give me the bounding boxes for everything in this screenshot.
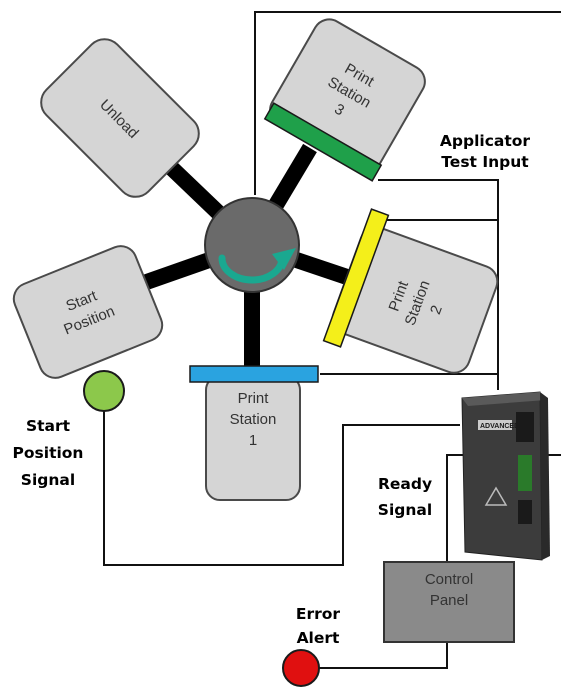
- start-position-indicator: [83, 370, 125, 412]
- station-print-1: Print Station 1: [205, 375, 301, 501]
- ready-signal-label-line2: Signal: [378, 501, 432, 519]
- station-start-position: Start Position: [12, 245, 164, 379]
- wire-error-alert: [318, 640, 448, 669]
- wire-hub-to-top-right: [254, 11, 561, 195]
- station-unload: Unload: [40, 38, 200, 198]
- start-position-signal-label-line1: Start: [26, 417, 71, 435]
- control-panel-label-line1: Control: [425, 571, 473, 588]
- servo-drive: ADVANCED: [461, 391, 550, 561]
- station-print-2: Print Station 2: [331, 226, 499, 374]
- station-print1-label-line2: Station: [230, 411, 277, 428]
- error-alert-label-line2: Alert: [297, 629, 340, 647]
- station-print1-label-line1: Print: [238, 390, 270, 407]
- applicator-bar-print3: [263, 102, 383, 182]
- control-panel: Control Panel: [383, 561, 515, 643]
- applicator-bar-print2: [322, 208, 390, 348]
- station-print1-label-line3: 1: [249, 432, 257, 449]
- wire-applicator-test-input: [378, 179, 499, 390]
- drive-brand-label: ADVANCED: [480, 423, 519, 430]
- error-alert-label-line1: Error: [296, 605, 341, 623]
- wiring: [103, 11, 561, 669]
- applicator-test-input-label-line1: Applicator: [440, 132, 531, 150]
- control-panel-label-line2: Panel: [430, 592, 468, 609]
- wire-start-position-signal: [103, 410, 460, 566]
- applicator-bar-print1: [189, 365, 319, 383]
- applicator-test-input-label-line2: Test Input: [441, 153, 529, 171]
- start-position-signal-label-line2: Position: [13, 444, 84, 462]
- start-position-signal-label-line3: Signal: [21, 471, 75, 489]
- rotation-arrow-icon: [218, 248, 296, 284]
- wire-ready-signal: [446, 454, 468, 565]
- ready-signal-label-line1: Ready: [378, 475, 432, 493]
- error-alert-indicator: [282, 649, 320, 687]
